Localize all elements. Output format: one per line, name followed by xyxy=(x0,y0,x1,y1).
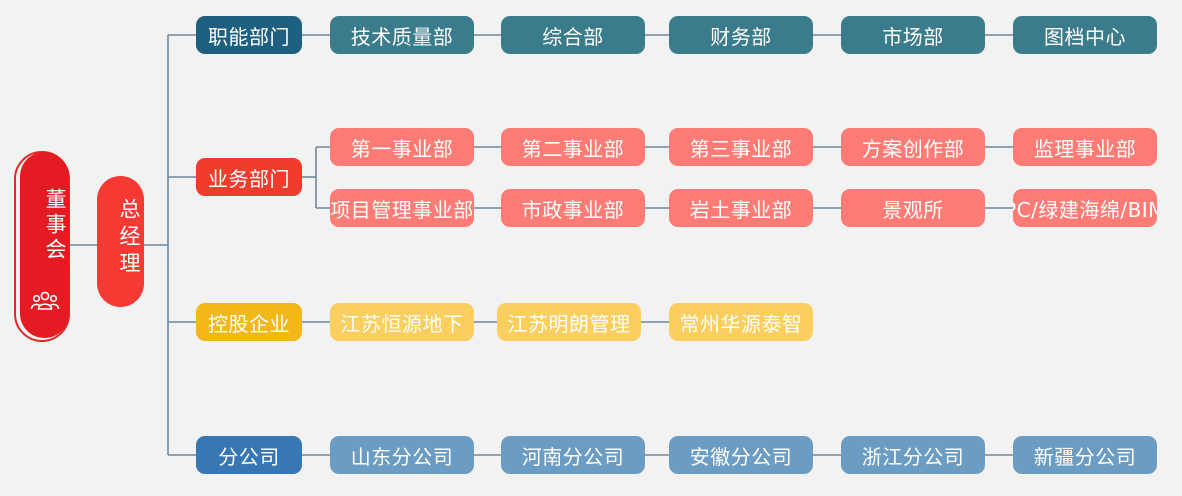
holding-item-label: 江苏恒源地下 xyxy=(340,311,464,336)
business-item[interactable]: 监理事业部 xyxy=(1013,128,1157,166)
business-item[interactable]: 第三事业部 xyxy=(669,128,813,166)
business-item[interactable]: 第一事业部 xyxy=(330,128,474,166)
business-item-label: 第一事业部 xyxy=(350,136,454,161)
business-header-label: 业务部门 xyxy=(208,166,290,191)
holding-item-label: 江苏明朗管理 xyxy=(507,311,631,336)
branch-header[interactable]: 分公司 xyxy=(196,436,302,474)
holding-item[interactable]: 江苏恒源地下 xyxy=(330,303,474,341)
business-item-label: 第三事业部 xyxy=(689,136,793,161)
people-group-icon xyxy=(30,291,60,310)
holding-item[interactable]: 常州华源泰智 xyxy=(669,303,813,341)
holding-item-label: 常州华源泰智 xyxy=(679,311,803,336)
general-manager-label: 总经理 xyxy=(117,198,141,279)
branch-item-label: 安徽分公司 xyxy=(689,444,793,469)
functional-item-label: 图档中心 xyxy=(1044,24,1126,49)
business-item-label: 岩土事业部 xyxy=(689,197,793,222)
general-manager-node[interactable]: 总经理 xyxy=(97,176,144,307)
branch-item[interactable]: 新疆分公司 xyxy=(1013,436,1157,474)
business-item-label: 方案创作部 xyxy=(861,136,965,161)
branch-item-label: 山东分公司 xyxy=(350,444,454,469)
branch-item[interactable]: 河南分公司 xyxy=(501,436,645,474)
functional-item-label: 综合部 xyxy=(542,24,604,49)
business-item-label: 市政事业部 xyxy=(521,197,625,222)
functional-item[interactable]: 财务部 xyxy=(669,16,813,54)
branch-item-label: 河南分公司 xyxy=(521,444,625,469)
branch-header-label: 分公司 xyxy=(218,444,280,469)
business-item[interactable]: 市政事业部 xyxy=(501,189,645,227)
branch-item[interactable]: 山东分公司 xyxy=(330,436,474,474)
branch-item-label: 浙江分公司 xyxy=(861,444,965,469)
board-node[interactable]: 董事会 xyxy=(20,152,69,338)
branch-item[interactable]: 安徽分公司 xyxy=(669,436,813,474)
functional-item-label: 技术质量部 xyxy=(350,24,454,49)
business-header[interactable]: 业务部门 xyxy=(196,158,302,196)
branch-item-label: 新疆分公司 xyxy=(1033,444,1137,469)
functional-item[interactable]: 综合部 xyxy=(501,16,645,54)
business-item-label: 监理事业部 xyxy=(1033,136,1137,161)
business-item-label: PC/绿建海绵/BIM xyxy=(1013,197,1157,222)
business-item[interactable]: 景观所 xyxy=(841,189,985,227)
business-item-label: 第二事业部 xyxy=(521,136,625,161)
business-item[interactable]: PC/绿建海绵/BIM xyxy=(1013,189,1157,227)
holding-header-label: 控股企业 xyxy=(208,311,290,336)
functional-item-label: 财务部 xyxy=(710,24,772,49)
functional-item[interactable]: 技术质量部 xyxy=(330,16,474,54)
business-item[interactable]: 方案创作部 xyxy=(841,128,985,166)
business-item-label: 景观所 xyxy=(882,197,944,222)
functional-header[interactable]: 职能部门 xyxy=(196,16,302,54)
functional-item[interactable]: 市场部 xyxy=(841,16,985,54)
business-item[interactable]: 岩土事业部 xyxy=(669,189,813,227)
holding-item[interactable]: 江苏明朗管理 xyxy=(497,303,641,341)
holding-header[interactable]: 控股企业 xyxy=(196,303,302,341)
functional-item-label: 市场部 xyxy=(882,24,944,49)
branch-item[interactable]: 浙江分公司 xyxy=(841,436,985,474)
business-item[interactable]: 项目管理事业部 xyxy=(330,189,474,227)
board-label: 董事会 xyxy=(43,188,67,263)
business-item-label: 项目管理事业部 xyxy=(330,197,474,222)
functional-item[interactable]: 图档中心 xyxy=(1013,16,1157,54)
business-item[interactable]: 第二事业部 xyxy=(501,128,645,166)
functional-header-label: 职能部门 xyxy=(208,24,290,49)
